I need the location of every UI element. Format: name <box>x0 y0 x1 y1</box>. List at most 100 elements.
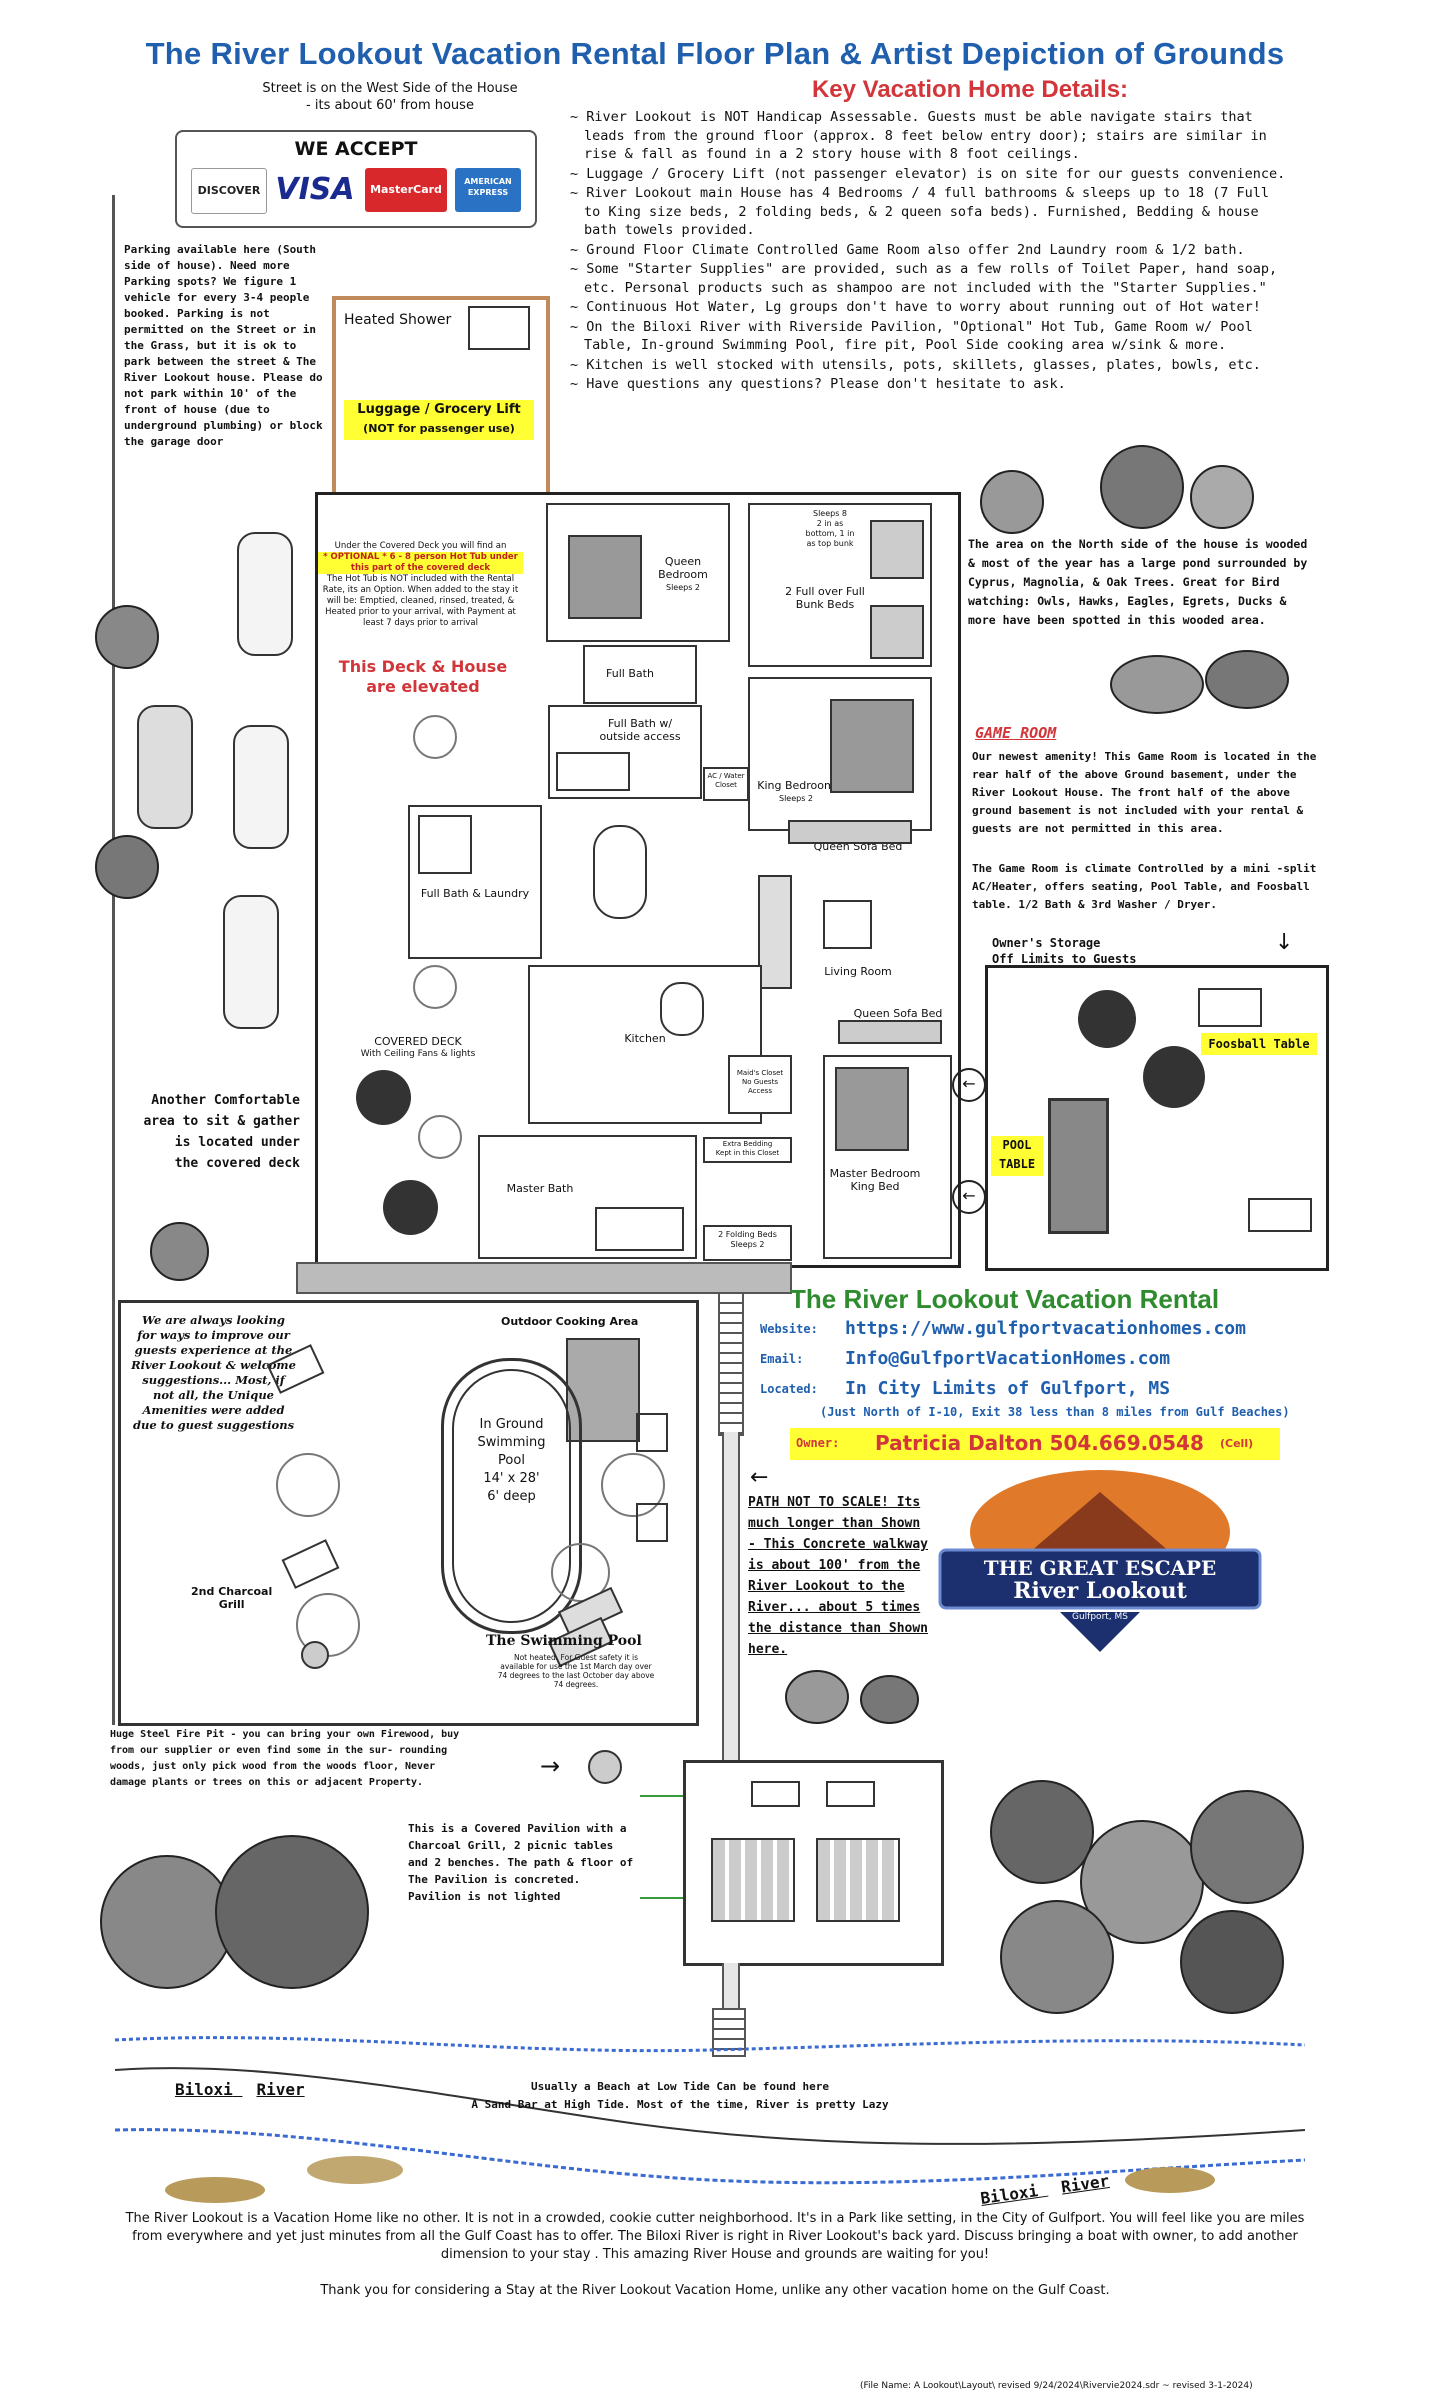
river-label-left: Biloxi River <box>175 2080 305 2099</box>
detail-item: ~ Kitchen is well stocked with utensils,… <box>570 356 1261 373</box>
page-title: The River Lookout Vacation Rental Floor … <box>145 36 1285 71</box>
great-escape-logo: THE GREAT ESCAPE River Lookout Gulfport,… <box>935 1462 1265 1657</box>
foosball-table-icon <box>1198 988 1262 1027</box>
washer-dryer-icon <box>1248 1198 1312 1232</box>
concrete-walkway <box>722 1963 740 2008</box>
fire-pit-note: Huge Steel Fire Pit - you can bring your… <box>110 1729 460 1788</box>
logo-graphic <box>938 1470 1262 1652</box>
pavilion <box>683 1760 944 1966</box>
covered-deck-label: COVERED DECK With Ceiling Fans & lights <box>360 1035 476 1059</box>
located-value: In City Limits of Gulfport, MS <box>845 1378 1171 1399</box>
game-table-icon <box>1143 1046 1205 1108</box>
floor-plan: Under the Covered Deck you will find an … <box>315 492 961 1268</box>
street-line <box>112 195 115 1725</box>
stairs-icon <box>718 1292 744 1436</box>
foosball-table-label: Foosball Table <box>1201 1033 1317 1055</box>
key-details-list: ~ River Lookout is NOT Handicap Assessab… <box>570 108 1290 395</box>
living-room-label: Living Room <box>824 965 892 978</box>
visa-card-icon: VISA <box>273 168 357 212</box>
game-room-text: Our newest amenity! This Game Room is lo… <box>972 750 1317 835</box>
arrow-left-icon: ← <box>952 1180 986 1214</box>
arrow-down-icon: ↓ <box>1275 930 1294 955</box>
tree-icon <box>95 835 159 899</box>
concrete-walkway <box>722 1432 740 1762</box>
tree-icon <box>1205 650 1289 709</box>
street-note: Street is on the West Side of the House … <box>262 81 518 113</box>
bunk-bed-icon <box>870 520 924 579</box>
car-icon <box>237 532 293 656</box>
tree-icon <box>1190 1790 1304 1904</box>
deck-walkway <box>296 1262 792 1294</box>
pool-title: The Swimming Pool <box>486 1633 642 1649</box>
charcoal-grill-icon <box>301 1641 329 1669</box>
tree-icon <box>1180 1910 1284 2014</box>
truck-icon <box>137 705 193 829</box>
shower-icon <box>418 815 472 874</box>
charcoal-grill-label: 2nd Charcoal Grill <box>191 1585 273 1611</box>
tree-icon <box>215 1835 369 1989</box>
kitchen-island-icon <box>660 982 704 1036</box>
patio-table-icon <box>356 1070 411 1125</box>
key-details-title: Key Vacation Home Details: <box>811 76 1129 103</box>
maids-closet: Maid's Closet No Guests Access <box>728 1055 792 1114</box>
grill-icon <box>636 1503 668 1542</box>
extra-bedding-closet: Extra Bedding Kept in this Closet <box>703 1137 792 1163</box>
owner-contact: Patricia Dalton 504.669.0548 <box>875 1431 1204 1455</box>
located-label: Located: <box>760 1382 818 1396</box>
email-link[interactable]: Info@GulfportVacationHomes.com <box>845 1348 1171 1369</box>
ceiling-fan-icon <box>418 1115 462 1159</box>
shower-lift-area: Heated Shower Luggage / Grocery Lift (NO… <box>332 296 550 502</box>
arrow-right-icon: → <box>540 1752 561 1780</box>
sofa-icon <box>838 1020 942 1044</box>
tree-icon <box>95 605 159 669</box>
pavilion-pointer <box>640 1795 686 1899</box>
website-link[interactable]: https://www.gulfportvacationhomes.com <box>845 1318 1246 1339</box>
biloxi-river <box>114 2036 1306 2203</box>
logo-line2: River Lookout <box>1013 1578 1187 1604</box>
detail-item: ~ River Lookout main House has 4 Bedroom… <box>570 185 1269 238</box>
tree-icon <box>100 1855 234 1989</box>
bunk-bedroom: Sleeps 8 2 in as bottom, 1 in as top bun… <box>748 503 932 667</box>
master-bedroom: Master Bedroom King Bed <box>823 1055 952 1259</box>
game-room: Foosball Table POOL TABLE <box>985 965 1329 1271</box>
payment-box: WE ACCEPT DISCOVER VISA MasterCard AMERI… <box>175 130 537 228</box>
path-note: PATH NOT TO SCALE! Its much longer than … <box>748 1495 929 1657</box>
detail-item: ~ Some "Starter Supplies" are provided, … <box>570 261 1278 296</box>
patio-umbrella-icon <box>276 1453 340 1517</box>
tree-icon <box>785 1670 849 1724</box>
patio-table-icon <box>383 1180 438 1235</box>
full-bath: Full Bath <box>583 645 697 704</box>
located-sub: (Just North of I-10, Exit 38 less than 8… <box>820 1405 1290 1419</box>
game-table-icon <box>1078 990 1136 1048</box>
owner-label: Owner: <box>796 1436 840 1450</box>
ac-water-closet: AC / Water Closet <box>703 767 749 801</box>
detail-item: ~ Have questions any questions? Please d… <box>570 376 1066 392</box>
closing-paragraph: The River Lookout is a Vacation Home lik… <box>125 2211 1305 2262</box>
sink-icon <box>636 1413 668 1452</box>
outdoor-cooking-label: Outdoor Cooking Area <box>501 1315 639 1328</box>
north-side-note: The area on the North side of the house … <box>968 537 1308 627</box>
owners-storage-label: Owner's Storage Off Limits to Guests <box>992 936 1137 966</box>
picnic-table-icon <box>816 1838 900 1922</box>
logo-line3: Gulfport, MS <box>1072 1612 1128 1622</box>
heated-shower-label: Heated Shower <box>344 312 452 328</box>
beach-note: Usually a Beach at Low Tide Can be found… <box>471 2080 889 2111</box>
king-bed-icon <box>835 1067 909 1151</box>
detail-item: ~ Luggage / Grocery Lift (not passenger … <box>570 165 1286 182</box>
queen-sofa-bed-label: Queen Sofa Bed <box>853 1007 943 1020</box>
logo-line1: THE GREAT ESCAPE <box>983 1556 1217 1580</box>
game-room-climate-text: The Game Room is climate Controlled by a… <box>972 862 1317 911</box>
tree-icon <box>1190 465 1254 529</box>
shower-icon <box>468 306 530 350</box>
bench-icon <box>826 1781 875 1807</box>
pool-table-label: POOL TABLE <box>991 1136 1043 1176</box>
car-icon <box>233 725 289 849</box>
master-bath: Master Bath <box>478 1135 697 1259</box>
shower-icon <box>595 1207 684 1251</box>
coffee-table-icon <box>823 900 872 949</box>
detail-item: ~ Ground Floor Climate Controlled Game R… <box>570 241 1245 258</box>
detail-item: ~ River Lookout is NOT Handicap Assessab… <box>570 109 1267 162</box>
pavilion-note: This is a Covered Pavilion with a Charco… <box>408 1822 634 1903</box>
tree-icon <box>1110 655 1204 714</box>
lounge-chair-icon <box>281 1539 340 1589</box>
